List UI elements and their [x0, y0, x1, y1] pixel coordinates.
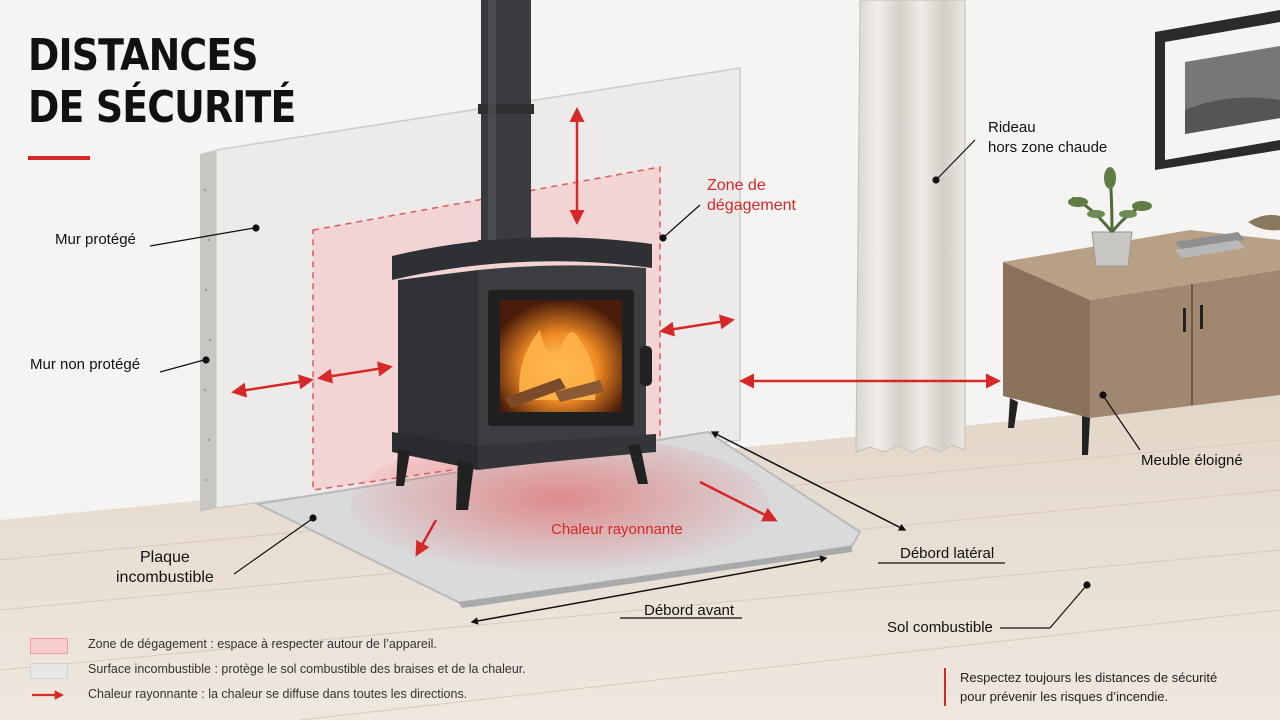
right-stove-arrow	[659, 314, 735, 337]
label-zone-degagement: Zone de dégagement	[707, 176, 796, 216]
legend-item-surface: Surface incombustible : protège le sol c…	[28, 662, 628, 680]
flame-icon	[519, 330, 596, 400]
panel-edge	[200, 150, 216, 512]
legend-item-zone: Zone de dégagement : espace à respecter …	[28, 637, 628, 655]
title-line-1: DISTANCES	[28, 30, 259, 81]
label-debord-lateral: Débord latéral	[900, 545, 995, 562]
potted-plant-icon	[1068, 167, 1152, 267]
legend-text-surface: Surface incombustible : protège le sol c…	[88, 662, 526, 676]
label-mur-non-protege: Mur non protégé	[30, 356, 141, 373]
label-meuble-eloigne: Meuble éloigné	[1141, 452, 1243, 469]
legend-arrow-icon	[31, 690, 65, 700]
legend-item-arrow: Chaleur rayonnante : la chaleur se diffu…	[28, 687, 628, 705]
label-rideau: Rideau hors zone chaude	[988, 118, 1107, 158]
legend-swatch-zone	[30, 638, 68, 654]
title-underline	[28, 156, 90, 160]
side-overhang-arrow	[710, 431, 907, 531]
legend-swatch-surface	[30, 663, 68, 679]
framed-picture-icon	[1155, 10, 1280, 170]
label-chaleur-rayonnante: Chaleur rayonnante	[551, 521, 683, 538]
label-rideau-line-1: Rideau	[988, 119, 1036, 136]
legend-text-zone: Zone de dégagement : espace à respecter …	[88, 637, 437, 651]
left-wall-arrow	[231, 374, 314, 398]
label-rideau-line-2: hors zone chaude	[988, 139, 1108, 156]
label-sol-combustible: Sol combustible	[887, 619, 993, 636]
title-line-2: DE SÉCURITÉ	[28, 82, 296, 133]
label-plaque-line-2: incombustible	[116, 569, 214, 586]
heat-arrow-left	[415, 519, 438, 557]
label-debord-avant: Débord avant	[644, 602, 735, 619]
label-mur-protege: Mur protégé	[55, 231, 136, 248]
legend-text-arrow: Chaleur rayonnante : la chaleur se diffu…	[88, 687, 468, 701]
leader-lines	[149, 139, 1141, 629]
label-plaque-line-1: Plaque	[140, 549, 190, 566]
safety-note-line-1: Respectez toujours les distances de sécu…	[960, 670, 1218, 685]
safety-note: Respectez toujours les distances de sécu…	[944, 668, 1217, 706]
curtain	[855, 0, 966, 453]
overhang-arrows	[470, 431, 907, 625]
page-title: DISTANCES DE SÉCURITÉ	[28, 30, 296, 134]
books	[1175, 214, 1280, 258]
label-zone-line-2: dégagement	[707, 197, 796, 214]
left-stove-arrow	[317, 361, 393, 384]
label-zone-line-1: Zone de	[707, 177, 766, 194]
label-plaque: Plaque incombustible	[116, 548, 214, 588]
safety-note-line-2: pour prévenir les risques d’incendie.	[960, 689, 1169, 704]
stove	[392, 237, 656, 510]
front-overhang-arrow	[470, 555, 828, 625]
radiant-heat-glow	[350, 435, 770, 575]
panel-edge-texture	[203, 188, 212, 482]
